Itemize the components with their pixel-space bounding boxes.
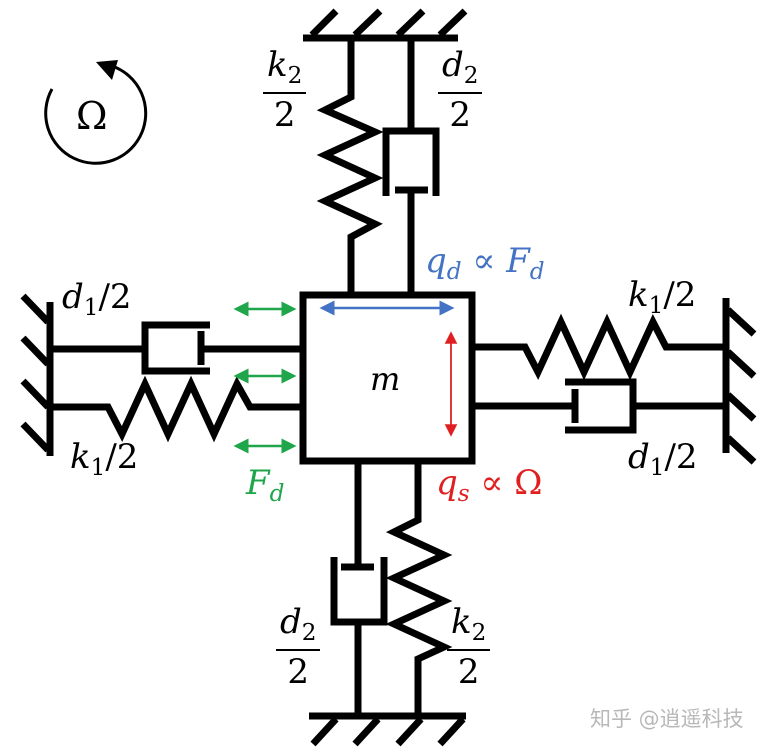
bottom-spring-label: k2 2 [447,605,491,689]
rotation-indicator-icon [44,60,148,165]
right-spring-label: k1/2 [628,275,697,319]
mass-label: m [370,360,401,398]
left-spring-label: k1/2 [70,437,139,481]
watermark: 知乎 @逍遥科技 [590,707,744,731]
drive-mode-label: qd ∝ Fd [425,241,545,285]
rotation-symbol: Ω [76,94,108,138]
right-damper [472,378,726,434]
sense-mode-label: qs ∝ Ω [436,463,543,507]
rotation-arc [44,64,148,165]
left-ground [20,293,54,456]
right-spring [472,313,726,381]
top-damper [382,38,440,296]
drive-force-label: Fd [246,463,285,507]
rotation-arrowhead [96,60,118,80]
left-spring [50,375,303,443]
top-damper-label: d2 2 [438,48,483,132]
top-ground [303,8,468,42]
bottom-damper [330,461,388,716]
drive-force-arrows [233,301,297,454]
left-damper-label: d1/2 [62,277,132,321]
bottom-ground [309,712,466,747]
right-ground [722,298,757,465]
mass-block [299,291,476,465]
top-spring [316,38,384,296]
left-damper [50,321,303,375]
bottom-spring [385,461,453,716]
top-spring-label: k2 2 [263,48,307,132]
bottom-damper-label: d2 2 [276,605,321,689]
right-damper-label: d1/2 [628,437,698,481]
